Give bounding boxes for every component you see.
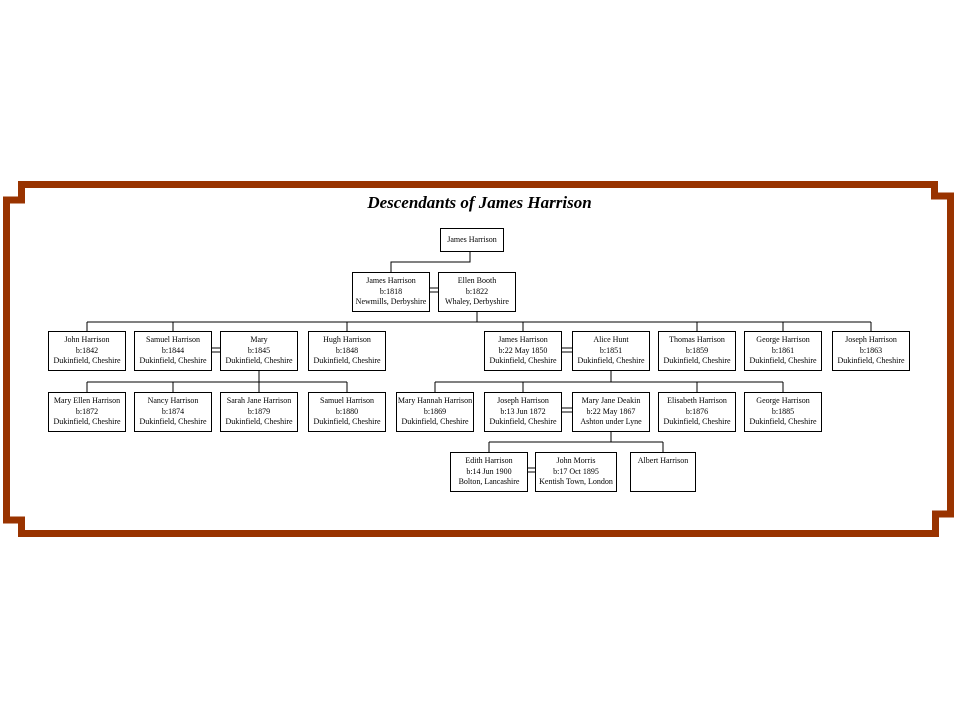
person-name: Thomas Harrison [669, 335, 725, 344]
person-name: James Harrison [447, 235, 497, 244]
person-birth: b:1872 [75, 406, 99, 416]
person-place: Dukinfield, Cheshire [401, 417, 469, 426]
person-box-alice-hunt: Alice Hunt b:1851 Dukinfield, Cheshire [572, 331, 650, 371]
person-box-mary: Mary b:1845 Dukinfield, Cheshire [220, 331, 298, 371]
person-name: Mary Jane Deakin [581, 396, 641, 405]
person-birth: b:1869 [423, 406, 447, 416]
person-box-joseph-harrison-1863: Joseph Harrison b:1863 Dukinfield, Chesh… [832, 331, 910, 371]
person-box-john-morris: John Morris b:17 Oct 1895 Kentish Town, … [535, 452, 617, 492]
person-place: Dukinfield, Cheshire [313, 417, 381, 426]
person-birth: b:1859 [685, 345, 709, 355]
person-box-hugh-harrison: Hugh Harrison b:1848 Dukinfield, Cheshir… [308, 331, 386, 371]
person-birth: b:1818 [379, 286, 403, 296]
person-name: Hugh Harrison [323, 335, 371, 344]
person-name: Elisabeth Harrison [667, 396, 727, 405]
person-name: Alice Hunt [593, 335, 629, 344]
person-birth: b:1861 [771, 345, 795, 355]
person-place: Dukinfield, Cheshire [489, 417, 557, 426]
person-birth: b:1845 [247, 345, 271, 355]
person-box-thomas-harrison: Thomas Harrison b:1859 Dukinfield, Chesh… [658, 331, 736, 371]
person-place: Dukinfield, Cheshire [749, 356, 817, 365]
person-name: Ellen Booth [457, 276, 497, 285]
person-name: John Harrison [64, 335, 110, 344]
person-box-james-harrison-1850: James Harrison b:22 May 1850 Dukinfield,… [484, 331, 562, 371]
person-birth: b:1879 [247, 406, 271, 416]
person-birth: b:13 Jun 1872 [500, 406, 546, 416]
person-name: Nancy Harrison [147, 396, 199, 405]
person-box-edith-harrison: Edith Harrison b:14 Jun 1900 Bolton, Lan… [450, 452, 528, 492]
person-birth: b:17 Oct 1895 [553, 466, 599, 476]
person-name: George Harrison [756, 396, 810, 405]
person-place: Dukinfield, Cheshire [489, 356, 557, 365]
person-place: Dukinfield, Cheshire [139, 417, 207, 426]
person-name: Albert Harrison [637, 456, 689, 465]
person-birth: b:22 May 1850 [498, 345, 548, 355]
person-birth: b:1822 [465, 286, 489, 296]
person-box-elisabeth-harrison: Elisabeth Harrison b:1876 Dukinfield, Ch… [658, 392, 736, 432]
person-name: Joseph Harrison [845, 335, 897, 344]
person-box-albert-harrison: Albert Harrison [630, 452, 696, 492]
person-birth: b:1848 [335, 345, 359, 355]
person-box-mary-jane-deakin: Mary Jane Deakin b:22 May 1867 Ashton un… [572, 392, 650, 432]
person-name: Mary Hannah Harrison [397, 396, 473, 405]
person-place: Dukinfield, Cheshire [225, 417, 293, 426]
person-box-george-harrison-1861: George Harrison b:1861 Dukinfield, Chesh… [744, 331, 822, 371]
person-birth: b:1851 [599, 345, 623, 355]
person-box-george-harrison-1885: George Harrison b:1885 Dukinfield, Chesh… [744, 392, 822, 432]
person-name: Edith Harrison [465, 456, 513, 465]
person-place: Dukinfield, Cheshire [663, 417, 731, 426]
person-place: Dukinfield, Cheshire [225, 356, 293, 365]
person-birth: b:1880 [335, 406, 359, 416]
person-place: Dukinfield, Cheshire [663, 356, 731, 365]
person-name: Mary [250, 335, 268, 344]
person-place: Dukinfield, Cheshire [837, 356, 905, 365]
person-box-james-harrison-1818: James Harrison b:1818 Newmills, Derbyshi… [352, 272, 430, 312]
person-name: Sarah Jane Harrison [226, 396, 292, 405]
person-birth: b:14 Jun 1900 [466, 466, 512, 476]
person-place: Whaley, Derbyshire [445, 297, 509, 306]
person-box-john-harrison: John Harrison b:1842 Dukinfield, Cheshir… [48, 331, 126, 371]
person-box-mary-hannah-harrison: Mary Hannah Harrison b:1869 Dukinfield, … [396, 392, 474, 432]
tree-connectors [86, 252, 872, 473]
person-box-joseph-harrison-1872: Joseph Harrison b:13 Jun 1872 Dukinfield… [484, 392, 562, 432]
chart-title: Descendants of James Harrison [367, 193, 592, 212]
person-place: Bolton, Lancashire [458, 477, 520, 486]
person-birth: b:1874 [161, 406, 185, 416]
person-box-sarah-jane-harrison: Sarah Jane Harrison b:1879 Dukinfield, C… [220, 392, 298, 432]
person-place: Newmills, Derbyshire [355, 297, 427, 306]
person-birth: b:1863 [859, 345, 883, 355]
person-place: Dukinfield, Cheshire [313, 356, 381, 365]
person-name: James Harrison [498, 335, 548, 344]
person-box-james-harrison-root: James Harrison [440, 228, 504, 252]
person-place: Dukinfield, Cheshire [577, 356, 645, 365]
person-place: Dukinfield, Cheshire [139, 356, 207, 365]
person-place: Kentish Town, London [539, 477, 613, 486]
person-box-mary-ellen-harrison: Mary Ellen Harrison b:1872 Dukinfield, C… [48, 392, 126, 432]
person-place: Ashton under Lyne [580, 417, 642, 426]
person-birth: b:1844 [161, 345, 185, 355]
person-birth: b:1885 [771, 406, 795, 416]
decorative-border [3, 181, 954, 537]
person-name: James Harrison [366, 276, 416, 285]
person-place: Dukinfield, Cheshire [53, 417, 121, 426]
person-box-samuel-harrison-1844: Samuel Harrison b:1844 Dukinfield, Chesh… [134, 331, 212, 371]
person-birth: b:22 May 1867 [586, 406, 636, 416]
person-name: John Morris [556, 456, 596, 465]
person-box-nancy-harrison: Nancy Harrison b:1874 Dukinfield, Cheshi… [134, 392, 212, 432]
person-place: Dukinfield, Cheshire [53, 356, 121, 365]
person-box-samuel-harrison-1880: Samuel Harrison b:1880 Dukinfield, Chesh… [308, 392, 386, 432]
person-name: Samuel Harrison [146, 335, 200, 344]
person-place: Dukinfield, Cheshire [749, 417, 817, 426]
person-name: Samuel Harrison [320, 396, 374, 405]
person-box-ellen-booth: Ellen Booth b:1822 Whaley, Derbyshire [438, 272, 516, 312]
person-name: George Harrison [756, 335, 810, 344]
person-birth: b:1876 [685, 406, 709, 416]
person-name: Mary Ellen Harrison [53, 396, 121, 405]
person-name: Joseph Harrison [497, 396, 549, 405]
person-birth: b:1842 [75, 345, 99, 355]
